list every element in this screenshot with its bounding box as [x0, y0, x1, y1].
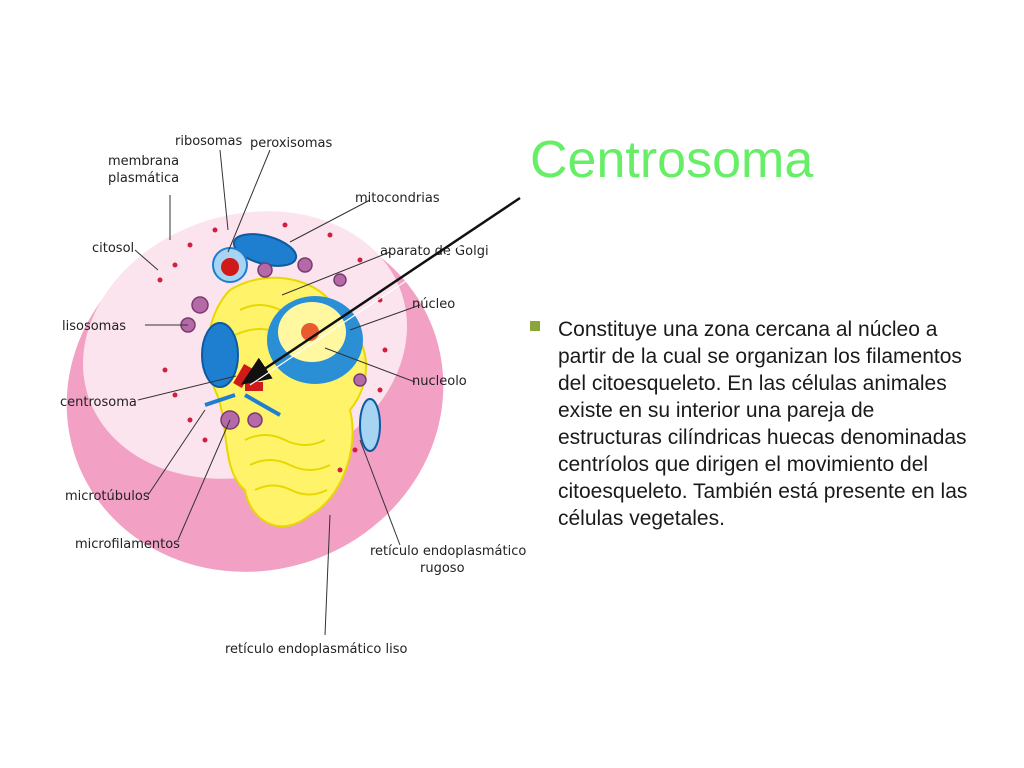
label-nucleo: núcleo — [412, 297, 455, 312]
label-mitocondrias: mitocondrias — [355, 191, 440, 206]
label-peroxisomas: peroxisomas — [250, 136, 333, 151]
slide-title: Centrosoma — [530, 131, 814, 189]
cell-diagram: ribosomas peroxisomas membrana plasmátic… — [60, 134, 526, 657]
label-rel: retículo endoplasmático liso — [225, 642, 407, 657]
microtubules — [204, 393, 281, 417]
bullet-item: Constituye una zona cercana al núcleo a … — [530, 316, 970, 532]
bullet-square-icon — [530, 321, 540, 331]
bullet-text: Constituye una zona cercana al núcleo a … — [558, 318, 968, 530]
label-ribosomas: ribosomas — [175, 134, 243, 149]
label-microfilamentos: microfilamentos — [75, 537, 180, 552]
label-membrana-2: plasmática — [108, 171, 179, 186]
label-centrosoma: centrosoma — [60, 395, 137, 410]
leader-lines — [134, 149, 421, 636]
label-microtubulos: microtúbulos — [65, 489, 150, 504]
label-lisosomas: lisosomas — [62, 319, 126, 334]
label-rer-2: rugoso — [420, 561, 465, 576]
label-membrana-1: membrana — [108, 154, 179, 169]
ribosomes — [157, 222, 388, 473]
mitochondria — [201, 233, 381, 452]
label-golgi: aparato de Golgi — [380, 244, 489, 259]
label-rer-1: retículo endoplasmático — [370, 544, 526, 559]
label-citosol: citosol — [92, 241, 134, 256]
label-nucleolo: nucleolo — [412, 374, 467, 389]
peroxisome — [212, 247, 248, 283]
